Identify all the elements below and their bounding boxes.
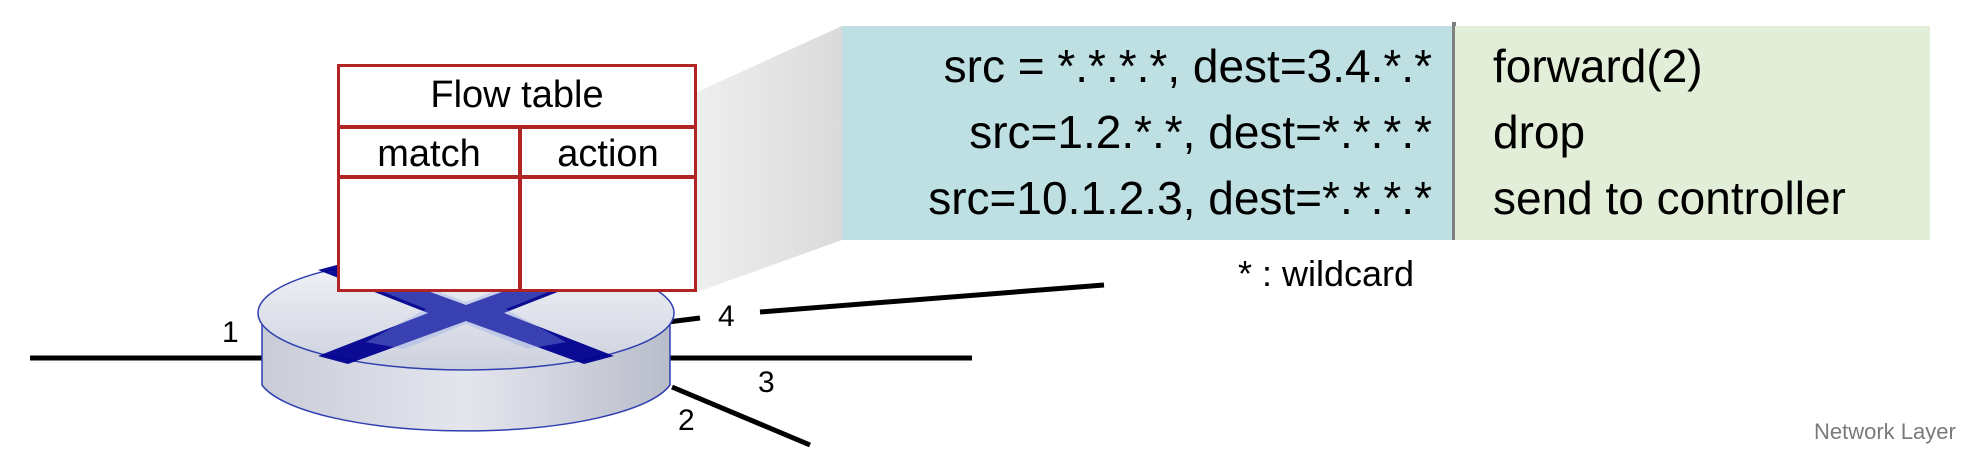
port-label-1: 1 xyxy=(222,316,239,349)
flow-table-col-match: match xyxy=(377,133,481,175)
rule-match-box: src = *.*.*.*, dest=3.4.*.* src=1.2.*.*,… xyxy=(842,26,1452,240)
flow-table-divider xyxy=(518,129,522,289)
flow-table-col-action: action xyxy=(557,133,659,175)
rule-action-box: forward(2) drop send to controller xyxy=(1455,26,1930,240)
rule-action-1: forward(2) xyxy=(1493,40,1703,92)
flow-table-header: match action xyxy=(340,129,694,179)
rule-box-divider xyxy=(1452,22,1456,240)
rule-match-3: src=10.1.2.3, dest=*.*.*.* xyxy=(928,172,1432,224)
footer-label: Network Layer xyxy=(1814,419,1956,444)
link-port-4b xyxy=(759,282,1105,315)
link-port-4a xyxy=(667,315,701,325)
flow-table-title: Flow table xyxy=(340,67,694,129)
rule-match-2: src=1.2.*.*, dest=*.*.*.* xyxy=(969,106,1432,158)
wildcard-note: * : wildcard xyxy=(1238,253,1415,294)
rule-match-1: src = *.*.*.*, dest=3.4.*.* xyxy=(943,40,1432,92)
port-label-4: 4 xyxy=(718,300,735,333)
link-port-2 xyxy=(671,384,811,448)
port-label-2: 2 xyxy=(678,404,695,437)
rule-action-3: send to controller xyxy=(1493,172,1846,224)
zoom-wedge xyxy=(697,26,842,292)
flow-table: Flow table match action xyxy=(337,64,697,292)
port-label-3: 3 xyxy=(758,366,775,399)
rule-action-2: drop xyxy=(1493,106,1586,158)
